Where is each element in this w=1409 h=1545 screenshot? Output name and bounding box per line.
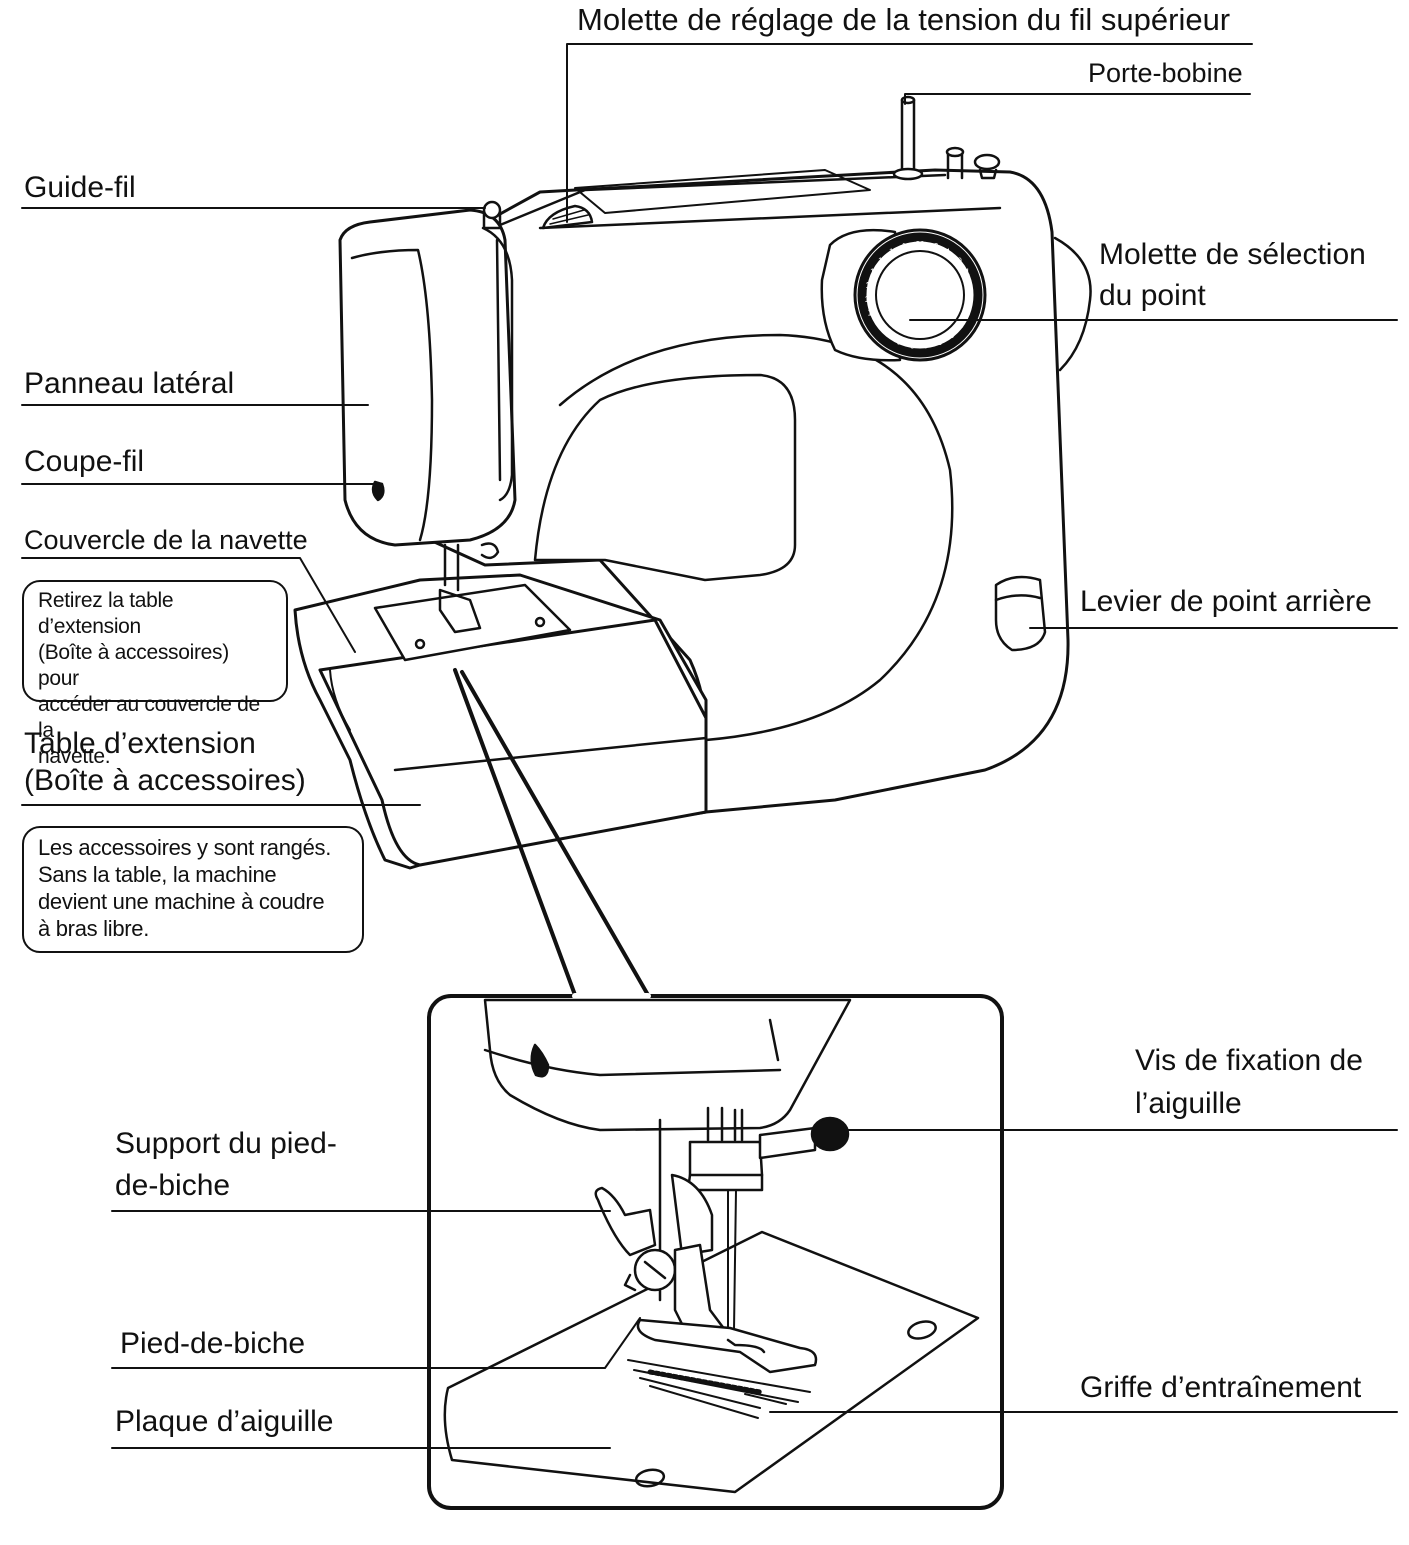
dial-number: 17 bbox=[868, 308, 877, 317]
arm-curve bbox=[558, 333, 954, 742]
dial-number: 2 bbox=[969, 295, 974, 304]
top-recess bbox=[574, 169, 871, 214]
label-extension-table-2: (Boîte à accessoires) bbox=[24, 764, 306, 797]
needle-assembly-small bbox=[438, 542, 500, 634]
inset-head bbox=[483, 998, 852, 1132]
label-extension-table-1: Table d’extension bbox=[24, 727, 256, 760]
dial-number: 8 bbox=[910, 341, 915, 350]
dial-number: 21 bbox=[961, 268, 970, 277]
dial-number: 11 bbox=[942, 248, 951, 257]
callout-wedge bbox=[453, 668, 650, 997]
label-stitch-selector-2: du point bbox=[1099, 279, 1206, 312]
dial-number: 18 bbox=[865, 295, 874, 304]
arm-opening bbox=[533, 373, 797, 582]
label-needle-screw-2: l’aiguille bbox=[1135, 1087, 1242, 1120]
extension-table-drawing bbox=[318, 618, 708, 867]
label-shuttle-cover: Couvercle de la navette bbox=[24, 525, 308, 555]
side-panel-cover bbox=[350, 248, 434, 542]
note-table-line: Sans la table, la machine bbox=[38, 862, 277, 887]
label-side-panel: Panneau latéral bbox=[24, 367, 235, 400]
note-shuttle-line: accéder au couvercle de la bbox=[38, 693, 260, 742]
dial-number: 19 bbox=[902, 242, 911, 251]
label-needle-plate: Plaque d’aiguille bbox=[115, 1405, 334, 1438]
note-shuttle-line: navette. bbox=[38, 745, 111, 768]
inset-presser-lever bbox=[594, 1186, 657, 1257]
label-thread-cutter: Coupe-fil bbox=[24, 445, 145, 478]
inset-clamp-screw bbox=[758, 1126, 817, 1160]
dial-number: 16 bbox=[866, 281, 875, 290]
label-reverse-lever: Levier de point arrière bbox=[1080, 585, 1372, 618]
thread-cutter-notch bbox=[371, 480, 385, 502]
label-spool-pin: Porte-bobine bbox=[1088, 58, 1243, 88]
leader-foot bbox=[111, 1317, 641, 1369]
label-thread-guide: Guide-fil bbox=[24, 171, 136, 204]
leader-lines bbox=[21, 43, 1398, 1449]
dial-number: 12 bbox=[929, 242, 938, 251]
dial-number: 13 bbox=[889, 248, 898, 257]
dial-number: 9 bbox=[897, 338, 902, 347]
leader-shuttle bbox=[21, 557, 356, 653]
inset-needle-plate bbox=[443, 1230, 980, 1494]
label-presser-holder-2: de-biche bbox=[115, 1169, 231, 1202]
note-table-line: devient une machine à coudre bbox=[38, 889, 325, 914]
dial-number: 3 bbox=[966, 308, 971, 317]
label-presser-foot: Pied-de-biche bbox=[120, 1327, 306, 1360]
thread-guide-pin bbox=[482, 200, 502, 220]
dial-number: 6 bbox=[938, 338, 943, 347]
spool-pin-drawing bbox=[900, 98, 916, 174]
label-presser-holder-1: Support du pied- bbox=[115, 1127, 337, 1160]
note-table-line: à bras libre. bbox=[38, 916, 150, 941]
top-surface bbox=[498, 173, 1002, 230]
leader-tension bbox=[566, 43, 1253, 223]
note-table-line: Les accessoires y sont rangés. bbox=[38, 835, 332, 860]
dial-number: 1 bbox=[968, 281, 973, 290]
dial-number: 7 bbox=[924, 342, 929, 351]
note-shuttle-line: (Boîte à accessoires) pour bbox=[38, 641, 229, 690]
hand-wheel bbox=[1053, 236, 1092, 372]
inset-presser-foot bbox=[636, 1318, 818, 1374]
leader-spool bbox=[904, 93, 1251, 105]
label-tension-dial: Molette de réglage de la tension du fil … bbox=[577, 2, 1231, 37]
label-stitch-selector-1: Molette de sélection bbox=[1099, 238, 1366, 271]
side-head bbox=[338, 208, 517, 547]
dial-number: 15 bbox=[870, 268, 879, 277]
note-shuttle-cover: Retirez la table d’extension (Boîte à ac… bbox=[22, 580, 288, 768]
label-feed-dogs: Griffe d’entraînement bbox=[1080, 1371, 1362, 1404]
dial-number: 10 bbox=[953, 256, 962, 265]
note-shuttle-line: Retirez la table d’extension bbox=[38, 589, 174, 638]
dial-number: 20 bbox=[916, 240, 925, 249]
dial-number: 14 bbox=[878, 256, 887, 265]
dial-number: 5 bbox=[950, 331, 955, 340]
thread-slot bbox=[481, 226, 514, 502]
label-needle-screw-1: Vis de fixation de bbox=[1135, 1044, 1363, 1077]
note-extension-table: Les accessoires y sont rangés. Sans la t… bbox=[22, 826, 364, 953]
inset-needle-bar bbox=[706, 1106, 744, 1142]
dial-number: 4 bbox=[959, 321, 964, 330]
